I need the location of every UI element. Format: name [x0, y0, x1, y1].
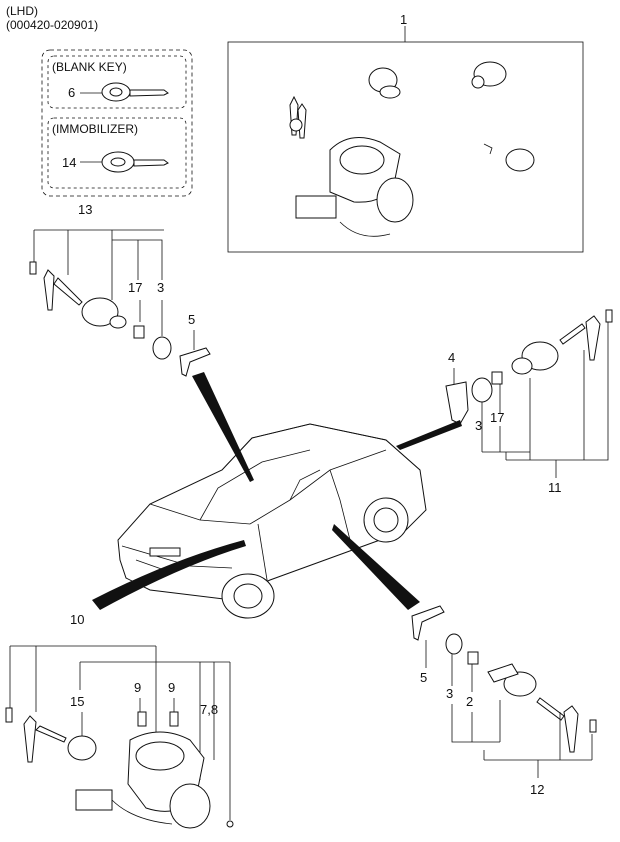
pointer-trunk [192, 372, 254, 482]
callout-5-lower: 5 [420, 670, 427, 685]
ignition-screw [226, 820, 234, 828]
pointer-ignition [92, 540, 246, 610]
callout-7-8: 7,8 [200, 702, 218, 717]
trunk-lock-cylinder [81, 297, 127, 329]
callout-14: 14 [62, 155, 76, 170]
callout-3-lower: 3 [446, 686, 453, 701]
callout-5-upper: 5 [188, 312, 195, 327]
ignition-keys [5, 707, 67, 763]
door-keys-left [536, 697, 597, 753]
shear-bolt-right [169, 711, 179, 727]
ignition-switch-kit [295, 137, 414, 237]
callout-2: 2 [466, 694, 473, 709]
door-bracket-left [411, 605, 445, 641]
door-ring-right [471, 377, 493, 403]
callout-17-upper: 17 [128, 280, 142, 295]
callout-10: 10 [70, 612, 84, 627]
blank-key-icon [101, 82, 169, 102]
diagram-header: (LHD) (000420-020901) [6, 4, 98, 32]
trunk-keys [29, 261, 83, 311]
immobilizer-key-box [47, 117, 187, 189]
door-lock-cylinder-left [487, 663, 537, 697]
trunk-clip [133, 325, 145, 339]
callout-12: 12 [530, 782, 544, 797]
callout-4: 4 [448, 350, 455, 365]
shear-bolt-left [137, 711, 147, 727]
door-clip-left [467, 651, 479, 665]
pointer-left-door [332, 524, 420, 610]
pointer-right-door [396, 420, 462, 450]
vehicle-outline [117, 423, 427, 619]
header-variant: (LHD) [6, 4, 38, 18]
kit-keys [289, 95, 307, 139]
door-keys-right [559, 309, 613, 361]
callout-9-left: 9 [134, 680, 141, 695]
header-date-range: (000420-020901) [6, 18, 99, 32]
ignition-switch [75, 731, 211, 829]
callout-13: 13 [78, 202, 92, 217]
callout-11: 11 [548, 480, 562, 495]
trunk-bracket [179, 347, 211, 377]
door-lock-cylinder-kit [368, 67, 401, 99]
key-options-box [41, 49, 193, 197]
immobilizer-key-icon [101, 151, 169, 173]
door-lock-cylinder-right [511, 341, 559, 375]
callout-6: 6 [68, 85, 75, 100]
door-ring-left [445, 633, 463, 655]
blank-key-label: (BLANK KEY) [52, 60, 127, 74]
callout-3-right: 3 [475, 418, 482, 433]
callout-15: 15 [70, 694, 84, 709]
callout-9-right: 9 [168, 680, 175, 695]
blank-key-box [47, 55, 187, 109]
door-bracket-right [445, 381, 469, 425]
kit-box-1 [227, 41, 584, 253]
trunk-lock-cylinder-kit [471, 61, 507, 89]
callout-3-upper: 3 [157, 280, 164, 295]
trunk-ring [152, 336, 172, 360]
immobilizer-label: (IMMOBILIZER) [52, 122, 138, 136]
callout-17-right: 17 [490, 410, 504, 425]
immobilizer-coil [67, 735, 97, 761]
callout-1: 1 [400, 12, 407, 27]
glove-box-lock-kit [483, 143, 535, 172]
door-clip-right [491, 371, 503, 385]
